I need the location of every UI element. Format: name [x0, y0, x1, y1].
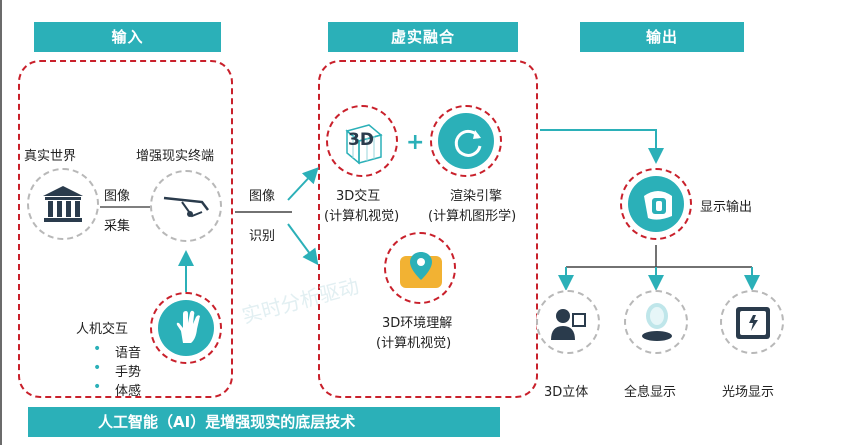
recognition-label-1: 图像 — [249, 189, 276, 204]
hci-item-voice: 语音 — [93, 341, 141, 361]
real-world-label: 真实世界 — [24, 149, 77, 164]
env-understanding-label-2: (计算机视觉) — [376, 336, 452, 351]
plus-sign: + — [406, 130, 425, 155]
ar-terminal-label: 增强现实终端 — [136, 149, 215, 164]
hologram-label: 全息显示 — [624, 385, 677, 400]
person-cube-icon — [551, 309, 586, 340]
hologram-circle — [624, 290, 688, 354]
render-engine-label-1: 渲染引擎 — [450, 189, 503, 204]
hand-gesture-circle — [150, 292, 222, 364]
vr-headset-icon — [644, 191, 672, 220]
display-output-circle — [620, 168, 692, 240]
fusion-group-box — [318, 60, 538, 398]
header-fusion: 虚实融合 — [328, 22, 518, 52]
refresh-icon — [454, 129, 482, 157]
env-understanding-label-1: 3D环境理解 — [382, 316, 453, 331]
map-pin-icon — [400, 252, 442, 288]
hci-item-motion: 体感 — [93, 379, 141, 399]
ai-foundation-banner: 人工智能（AI）是增强现实的底层技术 — [28, 407, 500, 437]
building-icon — [43, 186, 83, 222]
interaction-3d-label-2: (计算机视觉) — [324, 209, 400, 224]
display-output-label: 显示输出 — [700, 200, 753, 215]
header-input: 输入 — [34, 22, 221, 52]
env-understanding-circle — [384, 232, 456, 304]
light-field-circle — [720, 290, 784, 354]
light-field-icon — [736, 307, 770, 339]
hologram-icon — [642, 303, 672, 341]
capture-label-1: 图像 — [104, 189, 131, 204]
header-output: 输出 — [580, 22, 744, 52]
ar-glasses-icon — [163, 196, 209, 218]
interaction-3d-label-1: 3D交互 — [336, 189, 381, 204]
capture-label-2: 采集 — [104, 219, 131, 234]
hci-item-gesture: 手势 — [93, 360, 141, 380]
cube-3d-text: 3D — [348, 130, 374, 150]
render-engine-circle — [430, 105, 502, 177]
real-world-circle — [27, 168, 99, 240]
light-field-label: 光场显示 — [722, 385, 775, 400]
left-border — [0, 0, 2, 445]
ar-terminal-circle — [150, 170, 222, 242]
recognition-label-2: 识别 — [249, 229, 276, 244]
hand-icon — [176, 310, 200, 343]
hci-title: 人机交互 — [76, 322, 129, 337]
interaction-3d-circle: 3D — [326, 105, 398, 177]
stereo-3d-label: 3D立体 — [544, 385, 589, 400]
render-engine-label-2: (计算机图形学) — [428, 209, 517, 224]
cube-3d-icon — [345, 124, 383, 165]
stereo-3d-circle — [536, 290, 600, 354]
